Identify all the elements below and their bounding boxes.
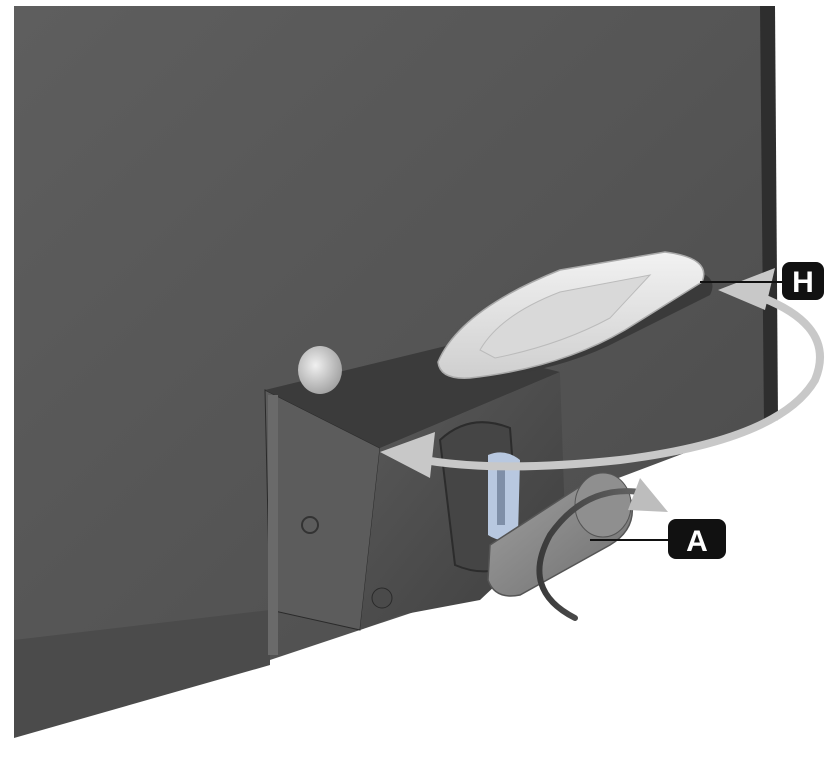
screw-cap bbox=[298, 346, 342, 394]
callout-a-label: A bbox=[686, 525, 708, 558]
callout-h: H bbox=[782, 262, 824, 300]
lock-mount-bracket bbox=[268, 395, 278, 655]
callout-h-label: H bbox=[792, 266, 814, 299]
callout-a: A bbox=[668, 519, 726, 559]
rotation-arrow-small-head bbox=[628, 478, 668, 512]
mount-screw-lower bbox=[372, 588, 392, 608]
keyhole-slot bbox=[497, 470, 505, 525]
